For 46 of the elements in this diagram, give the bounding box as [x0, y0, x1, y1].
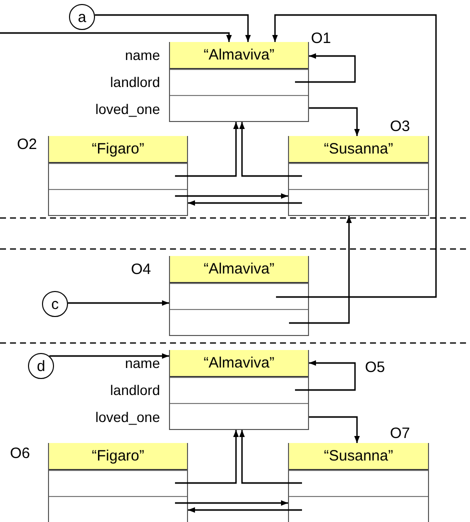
value-slot	[289, 443, 428, 470]
arrow	[309, 416, 360, 443]
arrow	[175, 193, 288, 199]
arrow	[272, 14, 437, 298]
arrow	[188, 507, 302, 513]
value-slot	[49, 443, 187, 470]
arrow	[175, 122, 239, 177]
field-label: loved_one	[95, 100, 160, 116]
arrow	[295, 360, 356, 391]
arrow	[175, 430, 239, 484]
value-text: “Susanna”	[324, 448, 394, 464]
field-label: loved_one	[95, 408, 160, 424]
arrow	[0, 32, 232, 42]
value-slot	[49, 136, 187, 163]
object-label: O4	[131, 261, 152, 278]
arrow	[239, 122, 302, 177]
reference-circle: c	[42, 291, 68, 317]
arrow	[188, 200, 302, 206]
value-text: “Almaviva”	[204, 260, 274, 278]
value-slot	[289, 136, 428, 163]
object-label: O1	[311, 30, 332, 47]
field-label: landlord	[110, 74, 160, 90]
value-slot	[170, 256, 308, 283]
field-label: landlord	[110, 382, 160, 398]
reference-circle: d	[28, 353, 54, 379]
field-label: name	[124, 46, 160, 62]
object-label: O3	[390, 118, 410, 135]
object-label: O5	[365, 359, 386, 376]
arrow	[94, 14, 251, 42]
value-text: “Almaviva”	[204, 354, 274, 372]
reference-circle: a	[69, 4, 95, 30]
object-label: O2	[17, 136, 38, 153]
arrow	[309, 107, 360, 136]
value-text: “Figaro”	[92, 140, 144, 158]
value-text: “Figaro”	[92, 448, 144, 464]
arrow	[49, 353, 169, 359]
arrow	[175, 500, 288, 506]
arrow	[239, 430, 302, 484]
object-label: O7	[390, 425, 410, 442]
arrow	[295, 53, 356, 83]
object-label: O6	[10, 445, 30, 462]
arrow	[289, 216, 352, 324]
value-text: “Almaviva”	[204, 46, 274, 64]
field-label: name	[124, 354, 160, 370]
arrow	[68, 300, 169, 306]
value-text: “Susanna”	[324, 140, 394, 158]
